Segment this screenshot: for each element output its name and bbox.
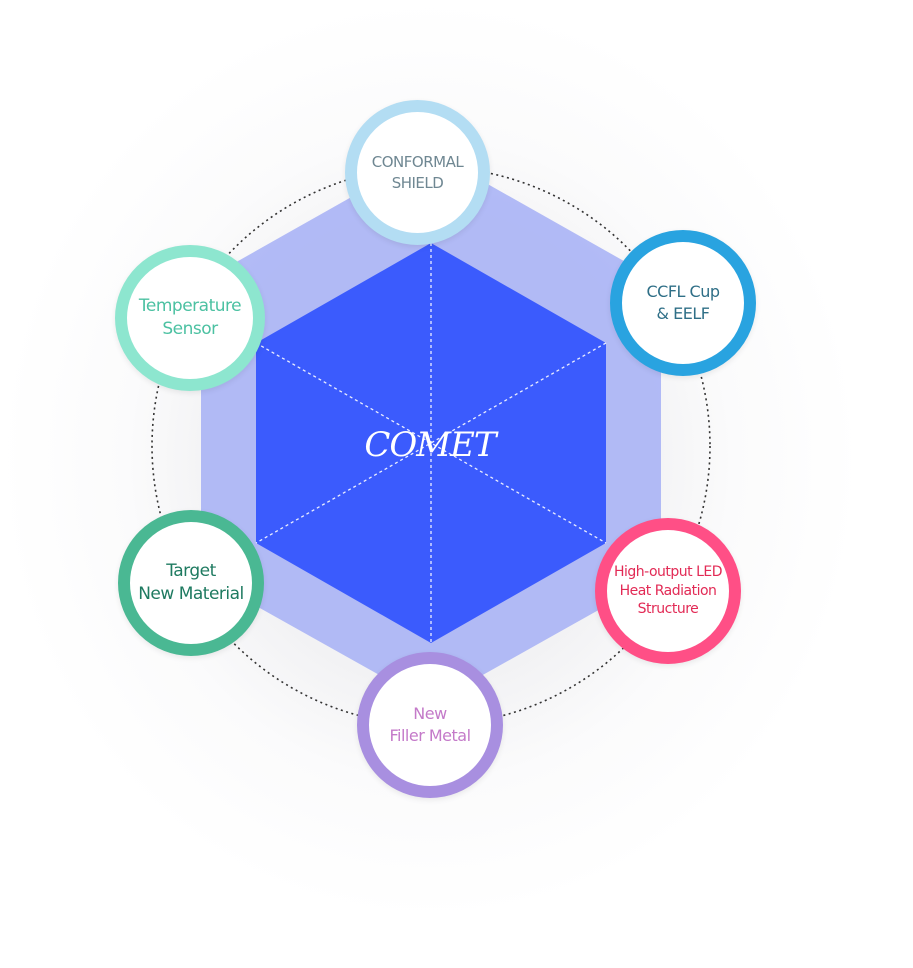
node-label: New Filler Metal	[389, 704, 471, 745]
node-conformal-shield: CONFORMAL SHIELD	[345, 100, 490, 245]
node-temperature-sensor: Temperature Sensor	[115, 245, 265, 391]
node-label: Target New Material	[138, 561, 244, 604]
node-label: Temperature Sensor	[138, 296, 242, 339]
node-high-output-led: High-output LED Heat Radiation Structure	[595, 518, 741, 664]
center-title: COMET	[364, 425, 496, 465]
divider-diagonal-b	[255, 342, 607, 544]
node-new-filler-metal: New Filler Metal	[357, 652, 503, 798]
node-label: CCFL Cup & EELF	[646, 282, 720, 323]
node-label: High-output LED Heat Radiation Structure	[613, 563, 723, 618]
divider-diagonal-a	[255, 342, 607, 544]
dotted-orbit	[151, 166, 711, 726]
node-label: CONFORMAL SHIELD	[371, 153, 464, 192]
node-ccfl-cup: CCFL Cup & EELF	[610, 230, 756, 376]
hexagon-dividers	[255, 243, 607, 643]
node-target-new-material: Target New Material	[118, 510, 264, 656]
